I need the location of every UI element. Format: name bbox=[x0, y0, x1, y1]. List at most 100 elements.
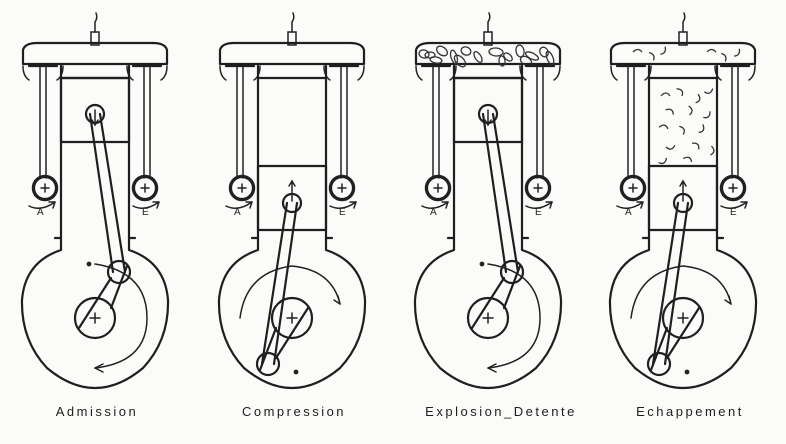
exhaust-gas bbox=[660, 92, 671, 97]
exhaust-gas bbox=[679, 125, 685, 135]
rotation-path bbox=[239, 265, 341, 319]
crankshaft bbox=[466, 296, 510, 340]
burning-gas bbox=[515, 44, 525, 58]
crank-pin bbox=[106, 259, 132, 285]
exhaust-cam-label: E bbox=[730, 207, 737, 218]
exhaust-gas bbox=[721, 52, 727, 62]
burning-gas bbox=[449, 49, 459, 65]
connecting-rod bbox=[260, 201, 289, 366]
crank-pin bbox=[499, 259, 525, 285]
crankcase bbox=[413, 236, 563, 390]
burning-gas bbox=[429, 56, 443, 64]
cam-wheel bbox=[229, 175, 255, 201]
exhaust-gas bbox=[695, 93, 701, 104]
cam-wheel bbox=[425, 175, 451, 201]
crankshaft bbox=[270, 296, 314, 340]
cylinder-head bbox=[218, 41, 366, 66]
spark-plug-icon bbox=[678, 31, 688, 46]
caption-admission: Admission bbox=[55, 404, 139, 419]
exhaust-gas bbox=[688, 105, 693, 116]
exhaust-cam-label: E bbox=[535, 207, 542, 218]
exhaust-gas bbox=[632, 48, 643, 53]
crankshaft bbox=[661, 296, 705, 340]
exhaust-gas bbox=[698, 124, 705, 134]
rotation-arrow-icon bbox=[724, 295, 732, 305]
exhaust-gas bbox=[658, 124, 669, 130]
cam-wheel bbox=[329, 175, 355, 201]
burning-gas bbox=[545, 50, 555, 66]
cylinder-head bbox=[609, 41, 757, 66]
intake-cam-label: A bbox=[430, 207, 437, 218]
crankcase bbox=[608, 236, 758, 390]
arrow-down-icon bbox=[484, 109, 492, 127]
crank-arm bbox=[77, 276, 113, 330]
exhaust-gas bbox=[706, 48, 717, 53]
crank-pin bbox=[646, 351, 672, 377]
connecting-rod bbox=[651, 201, 680, 366]
exhaust-gas bbox=[703, 111, 711, 119]
piston bbox=[256, 164, 328, 232]
exhaust-gas bbox=[660, 46, 667, 55]
rotation-arrow-icon bbox=[487, 363, 497, 373]
exhaust-gas bbox=[665, 108, 674, 115]
arrow-up-icon bbox=[288, 179, 296, 202]
exhaust-gas bbox=[691, 142, 700, 150]
connecting-rod bbox=[88, 112, 115, 274]
spark-plug-icon bbox=[90, 31, 100, 46]
cam-wheel bbox=[720, 175, 746, 201]
burning-gas bbox=[524, 51, 540, 61]
caption-compression: Compression bbox=[241, 404, 347, 419]
piston bbox=[647, 164, 719, 232]
cam-wheel bbox=[32, 175, 58, 201]
crankcase bbox=[20, 236, 170, 390]
cylinder-head bbox=[414, 41, 562, 66]
burning-gas bbox=[503, 52, 513, 62]
intake-cam-label: A bbox=[234, 207, 241, 218]
exhaust-cam-label: E bbox=[339, 207, 346, 218]
arrow-down-icon bbox=[91, 109, 99, 127]
burning-gas bbox=[435, 45, 449, 57]
connecting-rod bbox=[481, 112, 508, 274]
exhaust-gas bbox=[703, 88, 714, 94]
cylinder-head bbox=[21, 41, 169, 66]
exhaust-gas bbox=[665, 144, 676, 150]
rotation-path bbox=[94, 263, 148, 369]
burning-gas bbox=[519, 55, 533, 67]
rotation-path bbox=[630, 265, 732, 319]
burning-gas bbox=[460, 46, 472, 56]
cam-wheel bbox=[525, 175, 551, 201]
burning-gas bbox=[453, 54, 467, 68]
burning-gas bbox=[418, 49, 430, 59]
arrow-up-icon bbox=[679, 179, 687, 202]
caption-explosion: Explosion_Detente bbox=[425, 404, 577, 419]
burning-gas bbox=[498, 55, 506, 67]
caption-echappement: Echappement bbox=[636, 404, 744, 419]
burning-gas bbox=[488, 47, 504, 57]
intake-cam-label: A bbox=[625, 207, 632, 218]
crank-arm bbox=[470, 276, 506, 330]
exhaust-gas bbox=[658, 157, 668, 165]
cam-wheel bbox=[132, 175, 158, 201]
rotation-path bbox=[487, 263, 541, 369]
exhaust-gas bbox=[682, 156, 693, 163]
exhaust-gas bbox=[734, 48, 741, 57]
rotation-arrow-icon bbox=[94, 363, 104, 373]
crankcase bbox=[217, 236, 367, 390]
spark-plug-icon bbox=[483, 31, 493, 46]
exhaust-gas bbox=[676, 88, 684, 97]
spark-plug-icon bbox=[287, 31, 297, 46]
crank-pin bbox=[255, 351, 281, 377]
exhaust-cam-label: E bbox=[142, 207, 149, 218]
burning-gas bbox=[473, 51, 483, 63]
exhaust-gas bbox=[710, 145, 715, 156]
crankshaft bbox=[73, 296, 117, 340]
cam-wheel bbox=[620, 175, 646, 201]
exhaust-gas bbox=[648, 51, 655, 61]
rotation-arrow-icon bbox=[333, 295, 341, 305]
intake-cam-label: A bbox=[37, 207, 44, 218]
